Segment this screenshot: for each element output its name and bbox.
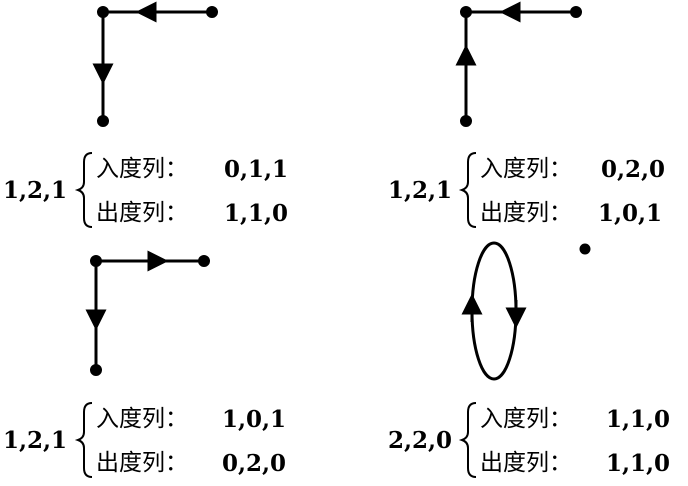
graph-3-vertex-bottom [90, 364, 102, 376]
case-2-out-values: 1,0,1 [598, 200, 663, 227]
case-1-in-values: 0,1,1 [224, 156, 289, 183]
graph-1 [92, 1, 218, 127]
case-3-out-values: 0,2,0 [222, 450, 287, 477]
case-4-in-values: 1,1,0 [606, 406, 671, 433]
case-3-sequence: 1,2,1 [3, 427, 68, 454]
graph-2 [455, 1, 582, 127]
graph-4-cycle [470, 241, 518, 381]
case-4-in-label: 入度列： [480, 406, 572, 432]
case-2-in-label: 入度列： [480, 156, 572, 182]
graph-1-vertex-right [206, 6, 218, 18]
graph-3 [85, 250, 210, 376]
brace-3 [74, 402, 93, 478]
brace-1 [74, 152, 93, 228]
case-3-in-values: 1,0,1 [222, 406, 287, 433]
graph-2-vertex-bottom [460, 115, 472, 127]
graph-2-vertex-corner [460, 6, 472, 18]
case-4-out-values: 1,1,0 [606, 450, 671, 477]
case-1-in-label: 入度列： [96, 156, 188, 182]
case-1-sequence: 1,2,1 [3, 177, 68, 204]
case-2-sequence: 1,2,1 [388, 177, 453, 204]
graph-4 [461, 241, 591, 381]
case-3-out-label: 出度列： [96, 450, 188, 476]
case-2-out-label: 出度列： [480, 200, 572, 226]
graph-4-vertex-isolated [579, 243, 591, 255]
graph-1-vertex-bottom [97, 115, 109, 127]
brace-2 [458, 152, 477, 228]
case-4-out-label: 出度列： [480, 450, 572, 476]
graph-2-vertex-right [570, 6, 582, 18]
brace-4 [458, 402, 477, 478]
case-4-sequence: 2,2,0 [388, 427, 453, 454]
case-3-in-label: 入度列： [96, 406, 188, 432]
graph-3-vertex-right [198, 255, 210, 267]
case-2-in-values: 0,2,0 [601, 156, 666, 183]
graph-3-vertex-corner [90, 255, 102, 267]
graph-1-vertex-corner [97, 6, 109, 18]
case-1-out-label: 出度列： [96, 200, 188, 226]
case-1-out-values: 1,1,0 [224, 200, 289, 227]
braces [74, 152, 477, 478]
